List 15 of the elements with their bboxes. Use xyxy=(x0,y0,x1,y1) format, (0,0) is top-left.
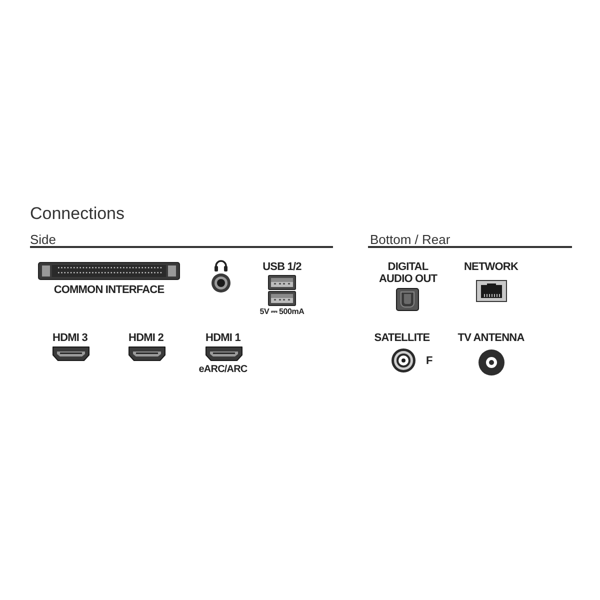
port-label: HDMI 2 xyxy=(128,332,164,344)
port-label: SATELLITE xyxy=(374,332,430,344)
section-heading: Side xyxy=(30,232,56,247)
diagram-title: Connections xyxy=(30,204,125,224)
port-note: eARC/ARC xyxy=(198,364,248,375)
section-heading: Bottom / Rear xyxy=(370,232,450,247)
power-rating: 5V ⎓ 500mA xyxy=(260,307,304,316)
port-note: F xyxy=(426,355,432,367)
port-label: NETWORK xyxy=(464,261,518,273)
port-label: HDMI 3 xyxy=(52,332,88,344)
port-label: USB 1/2 xyxy=(262,261,302,273)
port-label: COMMON INTERFACE xyxy=(54,284,164,296)
port-label: DIGITAL AUDIO OUT xyxy=(378,261,438,285)
port-label: TV ANTENNA xyxy=(458,332,524,344)
port-label: HDMI 1 xyxy=(206,332,240,344)
